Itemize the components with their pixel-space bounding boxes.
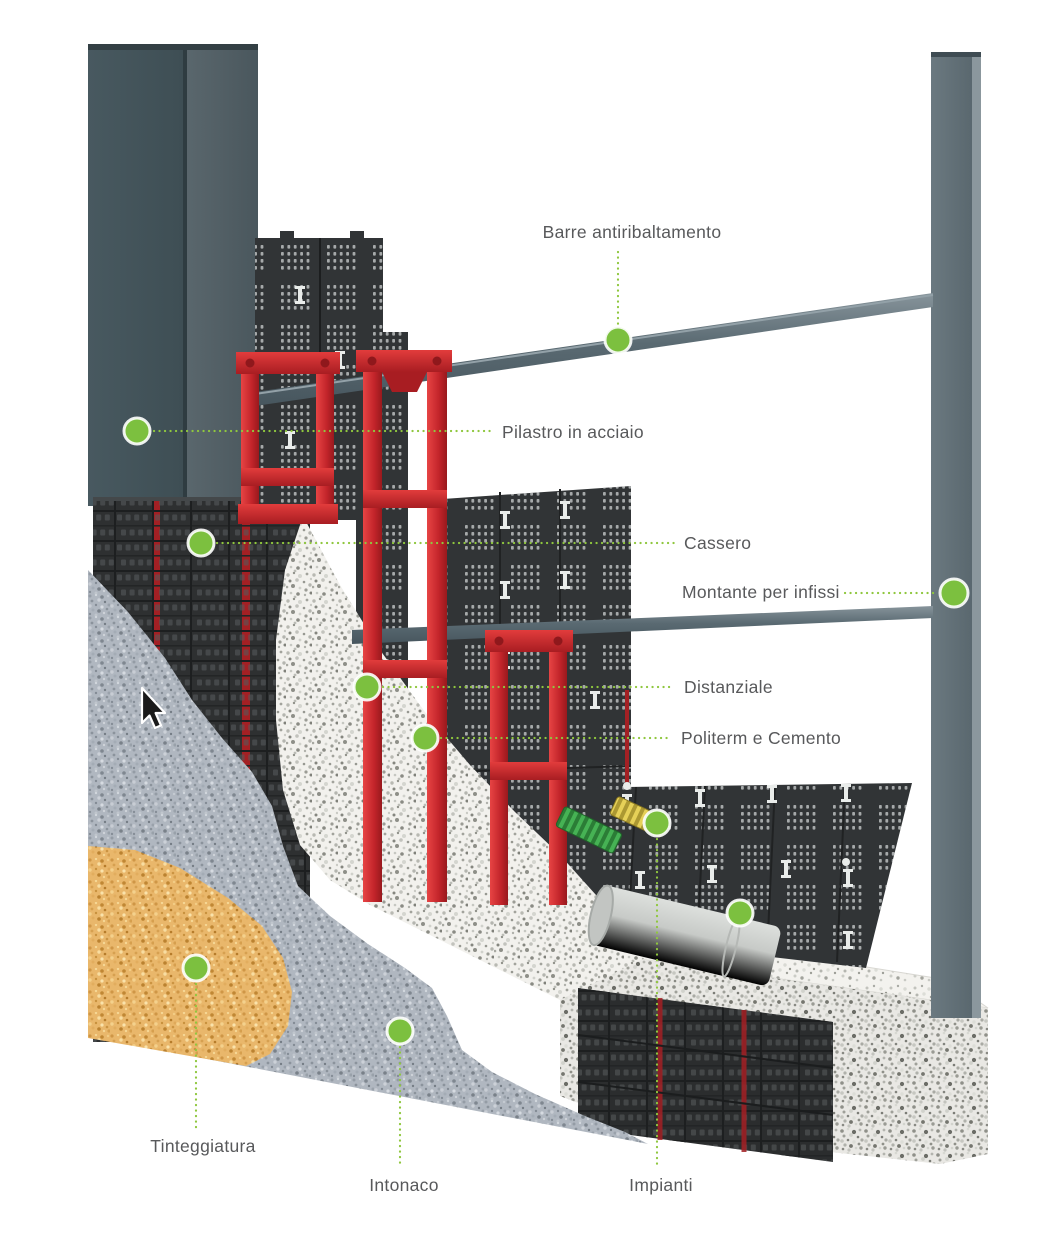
marker-intonaco xyxy=(385,1016,415,1046)
marker-pilastro xyxy=(122,416,152,446)
label-cassero: Cassero xyxy=(684,533,751,553)
marker-impianti-pipe xyxy=(725,898,755,928)
label-impianti: Impianti xyxy=(629,1175,693,1195)
marker-barre xyxy=(603,325,633,355)
pipe-grey xyxy=(587,884,781,986)
conduit-green xyxy=(555,806,623,854)
marker-cassero xyxy=(186,528,216,558)
crate-panels-bottom xyxy=(577,988,834,1162)
label-montante: Montante per infissi xyxy=(682,582,840,602)
callout-markers xyxy=(122,325,970,1046)
spacer-frame-2 xyxy=(356,350,452,902)
right-post xyxy=(931,52,981,1018)
marker-distanziale xyxy=(352,672,382,702)
spacer-frame-3 xyxy=(485,630,573,905)
callout-labels: Barre antiribaltamento Pilastro in accia… xyxy=(150,222,841,1195)
marker-impianti-conduit xyxy=(642,808,672,838)
label-politerm: Politerm e Cemento xyxy=(681,728,841,748)
label-pilastro: Pilastro in acciaio xyxy=(502,422,644,442)
left-column xyxy=(88,44,258,506)
mouse-cursor xyxy=(140,686,167,730)
label-intonaco: Intonaco xyxy=(369,1175,439,1195)
leader-lines xyxy=(152,250,936,1168)
marker-tinteggiatura xyxy=(181,953,211,983)
spacer-frame-1 xyxy=(236,352,340,524)
marker-politerm xyxy=(410,723,440,753)
label-distanziale: Distanziale xyxy=(684,677,773,697)
label-barre: Barre antiribaltamento xyxy=(543,222,722,242)
marker-montante xyxy=(938,577,970,609)
label-tinteggiatura: Tinteggiatura xyxy=(150,1136,255,1156)
